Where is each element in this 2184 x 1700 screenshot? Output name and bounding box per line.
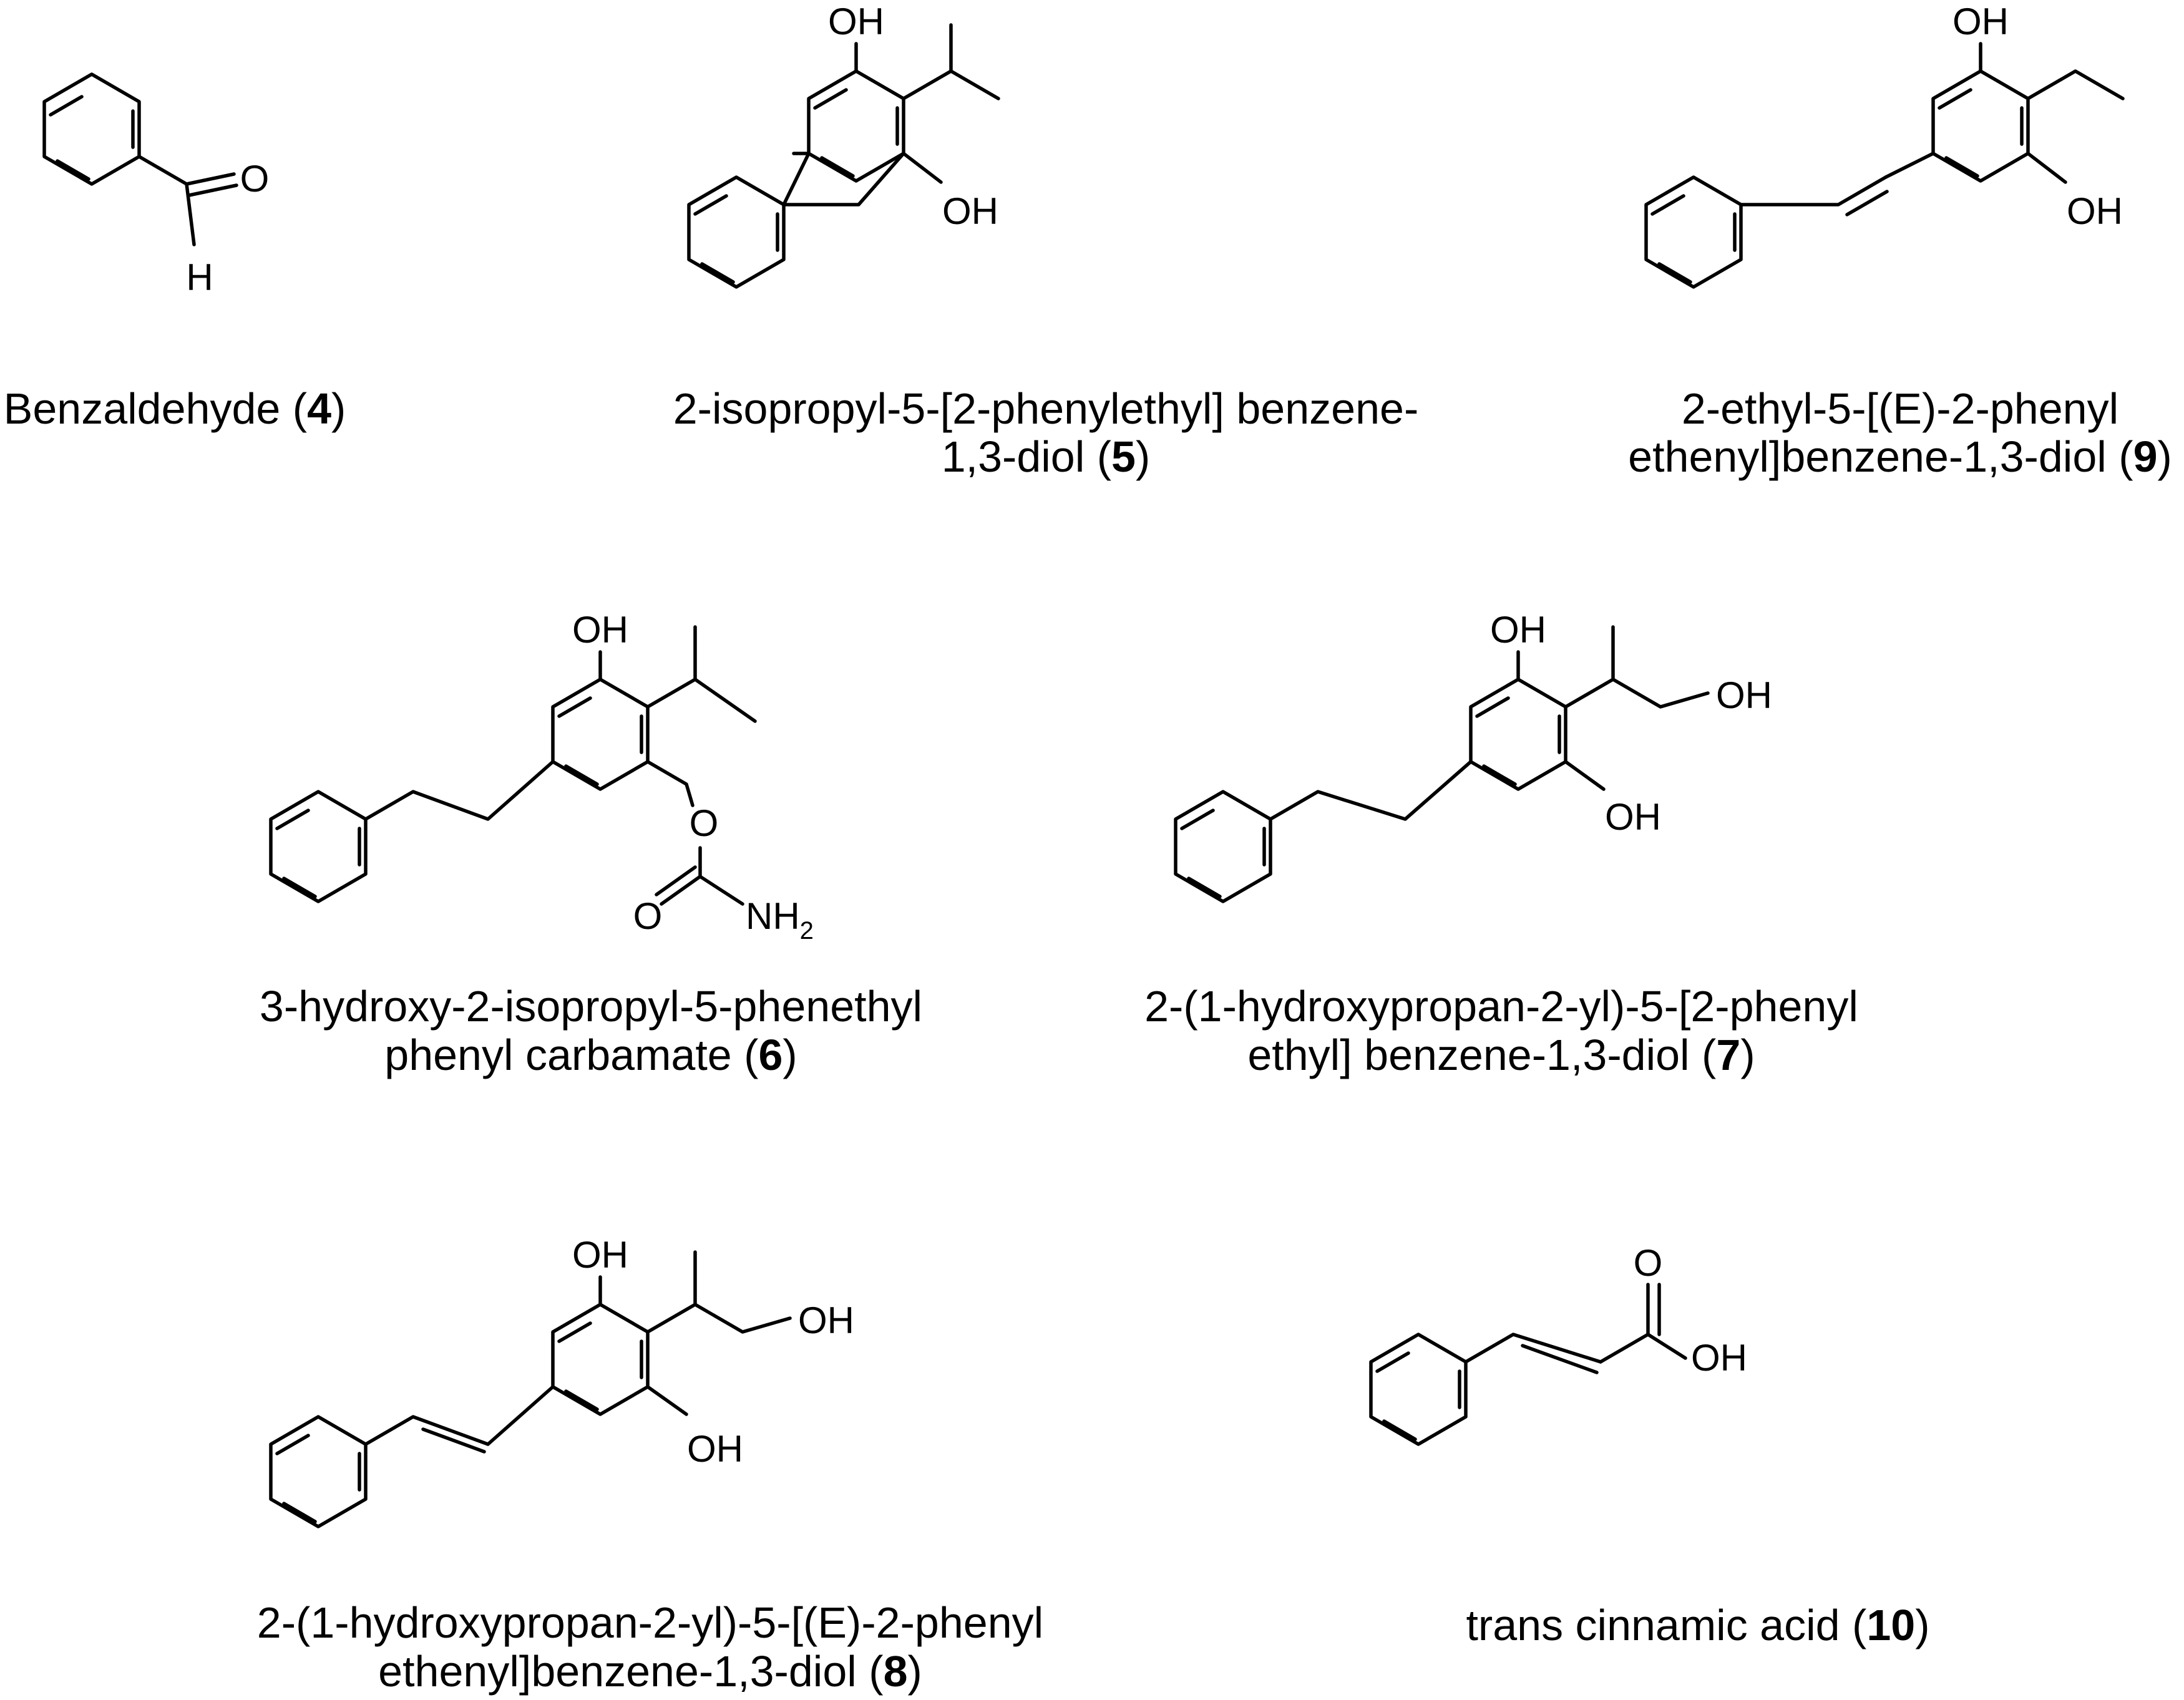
resorcinol-ring [807,69,905,183]
atom-label-o: O [240,158,270,200]
oh-bond [2026,152,2067,184]
ethyl-linker [1269,760,1473,821]
resorcinol-ring [1469,678,1567,791]
isopropyl [646,625,757,723]
atom-label-oh: OH [1490,609,1546,651]
carbonyl-double-bond [1646,1283,1661,1336]
atom-label-oh: OH [2067,190,2123,232]
atom-label-oh: OH [828,1,884,42]
double-bond [185,172,238,197]
vinyl-double-bond [1464,1333,1602,1374]
phenyl-ring [269,1415,368,1528]
atom-label-h: H [186,256,213,298]
hydroxypropyl [646,1250,792,1334]
caption-compound-9: ethenyl]benzene-1,3-diol (9) [1628,432,2172,481]
caption-compound-8: ethenyl]benzene-1,3-diol (8) [378,1647,922,1696]
carbamate-c-bond [655,846,702,906]
atom-label-o: O [690,802,719,844]
atom-label-oh: OH [798,1299,854,1341]
resorcinol-ring [1931,69,2030,183]
isopropyl [902,23,1000,100]
phenyl-ring [687,175,786,289]
caption-compound-5: 1,3-diol (5) [942,432,1151,481]
structure-compound-5: OH OH [687,1,1000,289]
oh-bond [1564,760,1606,791]
bond [185,182,196,246]
caption-compound-7: 2-(1-hydroxypropan-2-yl)-5-[2-phenyl [1144,982,1858,1031]
resorcinol-ring [551,678,650,791]
caption-compound-7: ethyl] benzene-1,3-diol (7) [1247,1031,1755,1079]
vinyl-double-bond [364,1415,490,1454]
caption-compound-4: Benzaldehyde (4) [4,384,346,433]
structure-benzaldehyde: O H [42,72,270,298]
ethyl-linker [782,152,811,206]
oh-bond [1646,1333,1687,1360]
caption-compound-10: trans cinnamic acid (10) [1466,1601,1929,1649]
atom-label-oh: OH [1716,674,1772,716]
oh-bond [902,152,943,184]
atom-label-oh: OH [687,1428,743,1470]
atom-label-o: O [1634,1242,1663,1284]
phenyl-ring [269,790,368,903]
atom-label-o: O [633,895,663,937]
bond [486,1385,555,1446]
phenyl-ring [1644,175,1743,289]
bond [1599,1333,1650,1364]
atom-label-oh: OH [572,1234,628,1276]
carbamate-o-bond [646,760,695,807]
atom-label-oh: OH [1691,1337,1747,1379]
atom-label-nh2: NH2 [746,895,814,945]
structure-compound-6: OH O O NH2 [269,609,814,945]
phenyl-ring [1174,790,1272,903]
caption-compound-9: 2-ethyl-5-[(E)-2-phenyl [1682,384,2118,433]
caption-compound-8: 2-(1-hydroxypropan-2-yl)-5-[(E)-2-phenyl [257,1598,1043,1647]
ethyl-linker [782,152,905,206]
resorcinol-ring [551,1303,650,1416]
atom-label-oh: OH [1952,1,2009,42]
ethyl-linker [364,760,555,821]
carbamate-n-bond [698,875,744,906]
bond [137,155,188,186]
bond [1884,152,1935,179]
caption-compound-5: 2-isopropyl-5-[2-phenylethyl] benzene- [673,384,1419,433]
structure-cinnamic-acid: O OH [1369,1242,1747,1446]
caption-compound-6: phenyl carbamate (6) [384,1031,797,1079]
phenyl-ring [1369,1333,1468,1446]
ethyl [2026,69,2125,100]
benzene-ring [42,72,141,186]
atom-label-oh: OH [1605,796,1661,838]
atom-label-oh: OH [942,190,998,232]
vinyl-double-bond [1739,175,1889,216]
structure-compound-8: OH OH OH [269,1234,854,1528]
structure-compound-9: OH OH [1644,1,2125,289]
hydroxypropyl [1564,625,1710,709]
caption-compound-6: 3-hydroxy-2-isopropyl-5-phenethyl [260,982,922,1031]
oh-bond [646,1385,688,1416]
atom-label-oh: OH [572,609,628,651]
structure-compound-7: OH OH OH [1174,609,1772,903]
